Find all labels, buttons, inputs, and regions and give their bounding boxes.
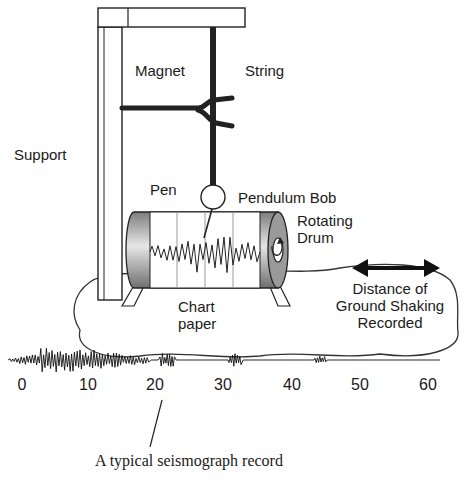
axis-number: 40 [283, 376, 301, 394]
magnet-lower-arm [198, 110, 232, 126]
part-label: String [245, 62, 284, 79]
paper-division [233, 212, 234, 288]
chart-paper-sheet [150, 212, 260, 288]
caption-text: A typical seismograph record [95, 452, 283, 470]
axis-number: 0 [18, 376, 27, 394]
pen [204, 209, 212, 238]
drum-trace [150, 237, 260, 272]
seismograph-trace [8, 348, 440, 372]
axis-number: 20 [146, 376, 164, 394]
support-beam [98, 8, 245, 27]
pendulum-string [210, 27, 216, 187]
part-label: Magnet [135, 62, 185, 79]
support-post-edge [104, 27, 105, 300]
pendulum-bob [201, 185, 225, 209]
axis-number: 10 [79, 376, 97, 394]
part-label: Pen [150, 181, 177, 198]
leader-line [150, 400, 162, 447]
shaking-arrow-head [424, 259, 440, 277]
axis-number: 60 [419, 376, 437, 394]
axis-number: 50 [351, 376, 369, 394]
beam-joint [127, 8, 128, 27]
motion-label: Distance of Ground Shaking Recorded [331, 280, 449, 331]
part-label: Support [14, 146, 67, 163]
shaking-arrow [364, 266, 428, 270]
axis-number: 30 [214, 376, 232, 394]
magnet-upper-arm [122, 98, 232, 108]
part-label: Chart paper [178, 298, 238, 332]
part-label: Rotating Drum [297, 212, 377, 246]
support-post [98, 27, 122, 300]
rotation-arrow-head [277, 237, 284, 244]
shaking-arrow-head [352, 259, 368, 277]
rotating-drum [126, 212, 278, 288]
drum-end-cap [268, 212, 288, 288]
part-label: Pendulum Bob [238, 189, 336, 206]
